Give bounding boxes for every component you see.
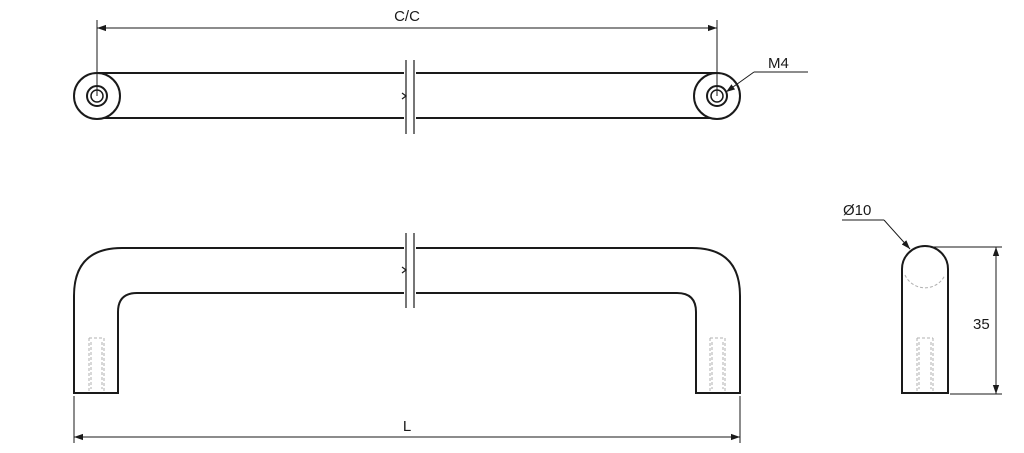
cc-dimension [96, 20, 718, 96]
front-view [73, 247, 741, 394]
side-hidden-lines [904, 274, 946, 393]
break-symbol-front [401, 233, 416, 308]
handle-outer-profile [73, 247, 741, 394]
side-view [901, 245, 949, 394]
thread-leader [725, 71, 808, 93]
cc-label: C/C [394, 8, 420, 25]
hidden-thread-right [709, 337, 726, 393]
diameter-label: Ø10 [843, 202, 871, 219]
height-dimension [930, 246, 1002, 395]
length-dimension [73, 396, 741, 443]
thread-label: M4 [768, 55, 789, 72]
height-label: 35 [973, 316, 990, 333]
length-label: L [403, 418, 411, 435]
diameter-leader [842, 219, 911, 250]
break-symbol-top [401, 60, 416, 134]
side-profile [901, 245, 949, 394]
hidden-thread-left [88, 337, 105, 393]
